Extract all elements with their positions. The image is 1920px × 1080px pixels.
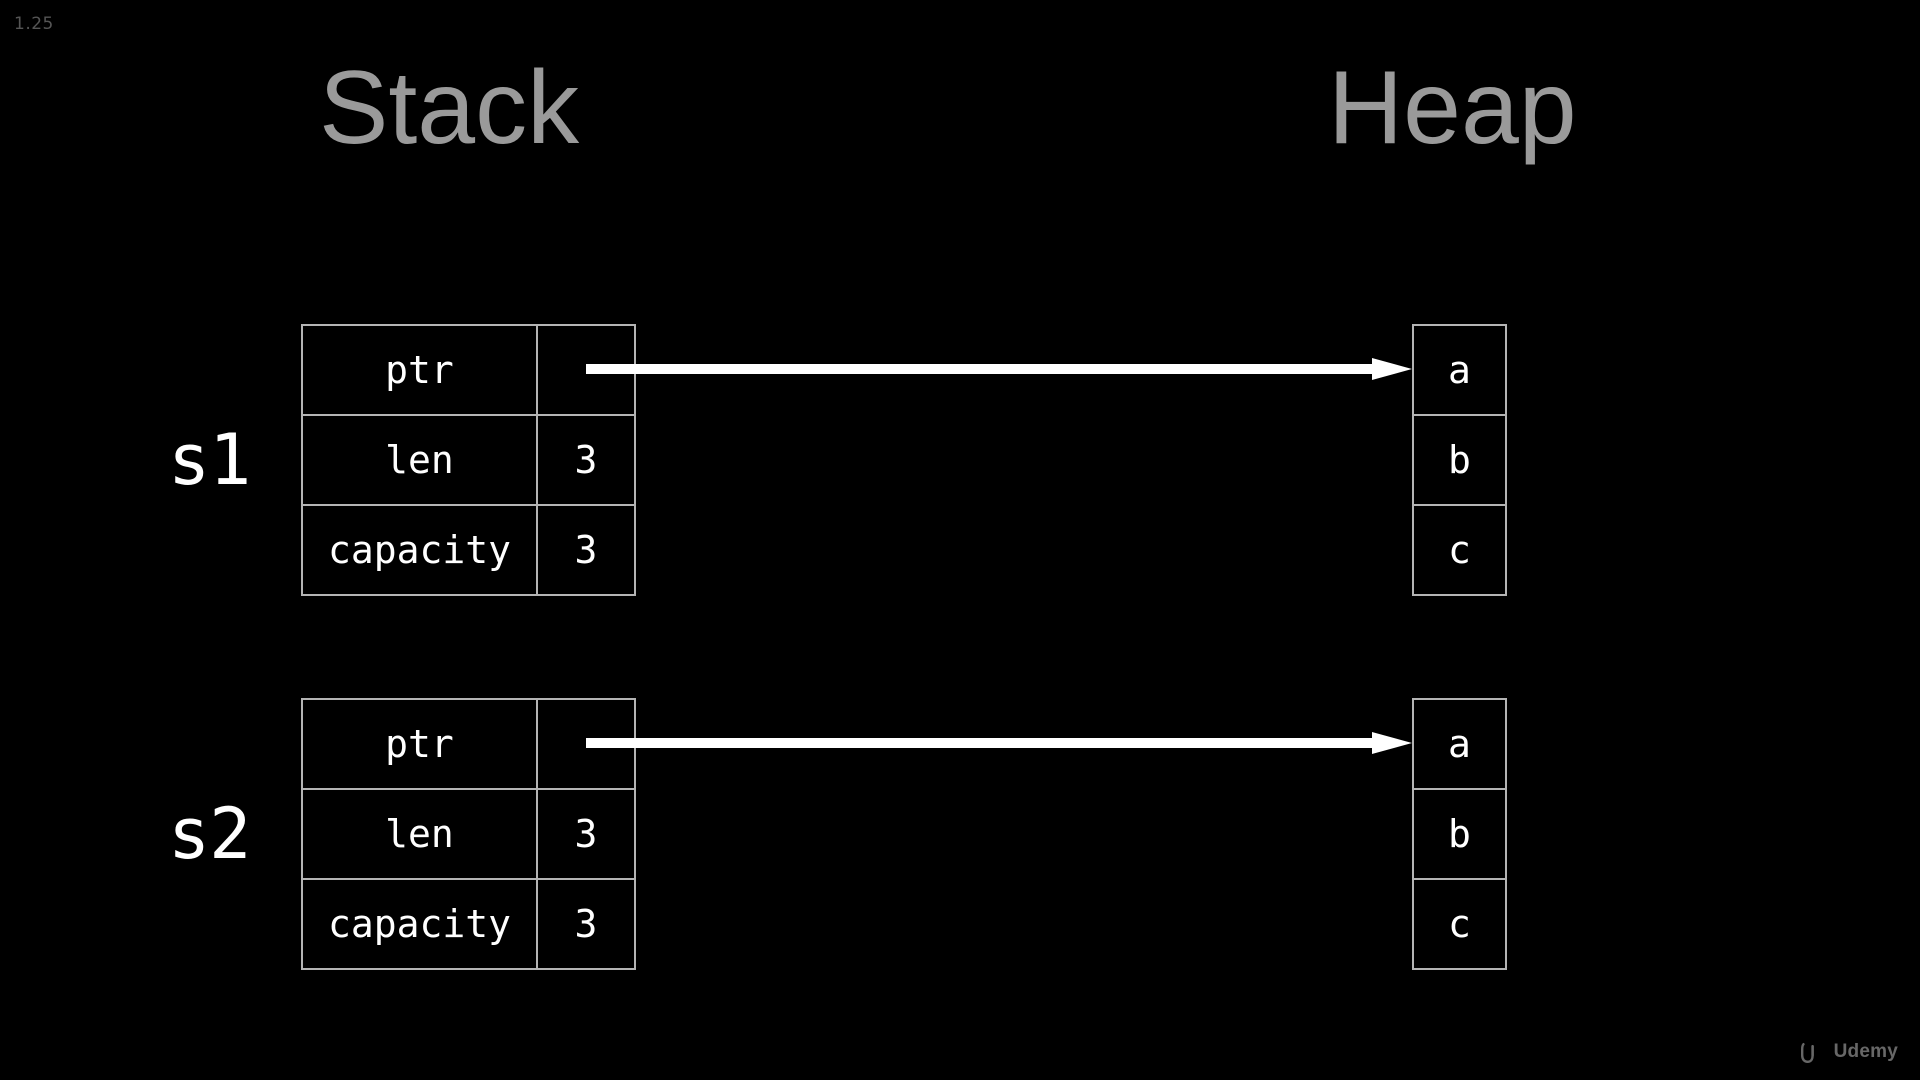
field-value-capacity: 3 — [574, 902, 598, 946]
udemy-watermark: Udemy — [1800, 1040, 1898, 1064]
heap-allocation-s1: a b c — [1412, 324, 1507, 596]
arrow-shaft — [586, 738, 1376, 748]
heap-cell: a — [1414, 326, 1505, 416]
variable-group-s2: s2 ptr len 3 capacity 3 a b c — [0, 698, 1920, 970]
heap-cell: b — [1414, 790, 1505, 880]
heap-cell: b — [1414, 416, 1505, 506]
arrow-head — [1372, 358, 1412, 380]
struct-row: ptr — [303, 326, 634, 416]
heap-allocation-s2: a b c — [1412, 698, 1507, 970]
field-value-capacity: 3 — [574, 528, 598, 572]
struct-row: ptr — [303, 700, 634, 790]
struct-row: len 3 — [303, 416, 634, 506]
heap-cell: c — [1448, 528, 1471, 572]
field-name-len: len — [303, 416, 538, 504]
field-value-len: 3 — [574, 438, 598, 482]
struct-row: capacity 3 — [303, 880, 634, 968]
field-name-capacity: capacity — [303, 880, 538, 968]
pointer-arrow-icon-s1 — [586, 358, 1412, 380]
arrow-shaft — [586, 364, 1376, 374]
field-name-ptr: ptr — [303, 326, 538, 414]
udemy-watermark-label: Udemy — [1833, 1041, 1898, 1062]
field-name-ptr: ptr — [303, 700, 538, 788]
pointer-arrow-icon-s2 — [586, 732, 1412, 754]
field-name-len: len — [303, 790, 538, 878]
slide-version-stamp: 1.25 — [14, 14, 54, 34]
stack-struct-table-s2: ptr len 3 capacity 3 — [301, 698, 636, 970]
field-value-len: 3 — [574, 812, 598, 856]
struct-row: len 3 — [303, 790, 634, 880]
variable-label-s1: s1 — [168, 419, 251, 501]
udemy-u-icon — [1800, 1043, 1814, 1064]
variable-label-s2: s2 — [168, 793, 251, 875]
stack-column-title: Stack — [319, 50, 580, 166]
field-name-capacity: capacity — [303, 506, 538, 594]
variable-group-s1: s1 ptr len 3 capacity 3 a b c — [0, 324, 1920, 596]
heap-cell: a — [1414, 700, 1505, 790]
field-value-ptr — [538, 700, 634, 788]
arrow-head — [1372, 732, 1412, 754]
stack-struct-table-s1: ptr len 3 capacity 3 — [301, 324, 636, 596]
heap-cell: c — [1448, 902, 1471, 946]
struct-row: capacity 3 — [303, 506, 634, 594]
heap-column-title: Heap — [1328, 50, 1577, 166]
field-value-ptr — [538, 326, 634, 414]
